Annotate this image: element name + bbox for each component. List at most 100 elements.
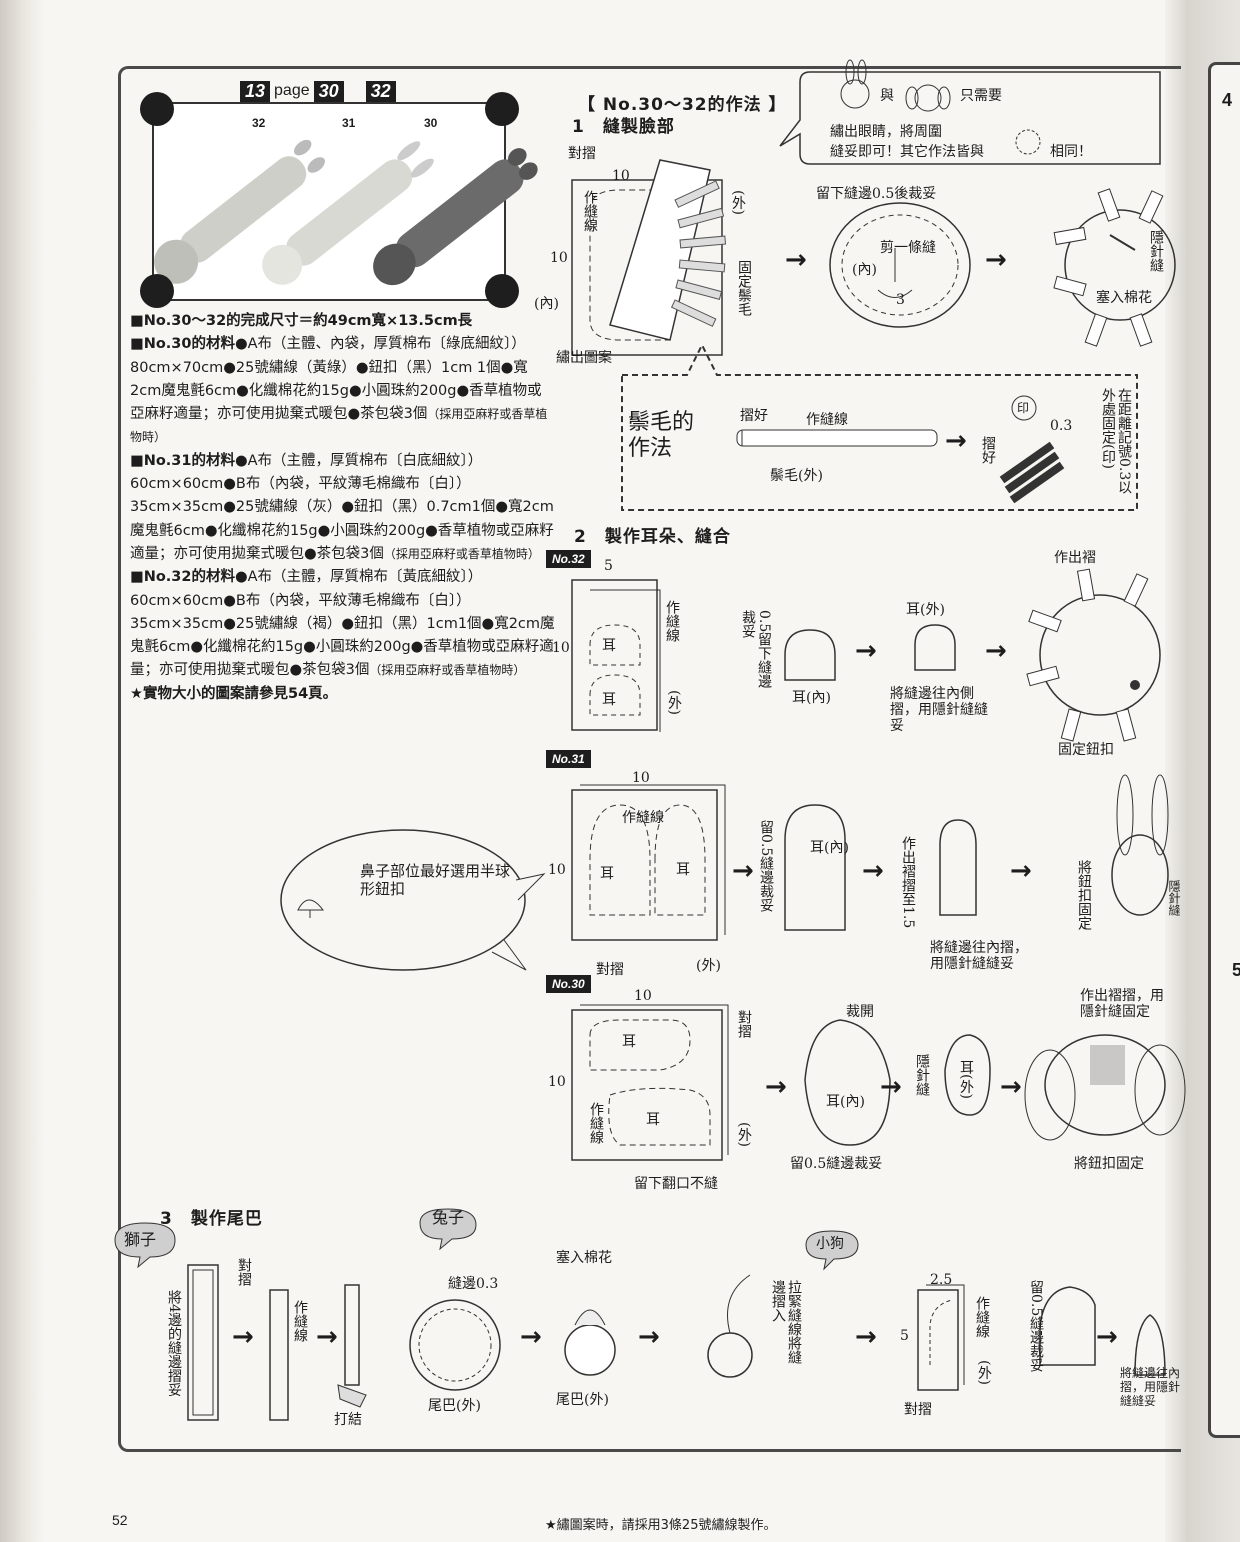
- materials-size: ■No.30～32的完成尺寸＝約49cm寬×13.5cm長: [130, 313, 473, 329]
- ear-diagram-no30: [571, 1004, 1186, 1161]
- no30-ear-in: 耳(內): [826, 1094, 865, 1110]
- info-bubble-top: [779, 59, 1161, 165]
- bubble-text-line5: 相同！: [1050, 144, 1092, 160]
- face-in-label: (內): [534, 296, 559, 312]
- tail-stuff-label: 塞入棉花: [556, 1250, 612, 1266]
- no31-sew-note: 將縫邊往內摺，用隱針縫縫妥: [930, 940, 1028, 972]
- materials-list: ■No.30～32的完成尺寸＝約49cm寬×13.5cm長 ■No.30的材料●…: [130, 310, 555, 706]
- face-dim-top: 10: [612, 168, 630, 184]
- section-3-title: 3 製作尾巴: [160, 1209, 263, 1229]
- no30-leave05: 留0.5縫邊裁妥: [790, 1156, 883, 1172]
- mane-line-label: 作縫線: [806, 412, 848, 428]
- mane-dim-03: 0.3: [1050, 418, 1073, 434]
- tail-diagram: [114, 1208, 1166, 1421]
- corner-dot: [140, 274, 174, 308]
- no32-line-label: 作縫線: [664, 600, 680, 642]
- arrow-icon: →: [945, 426, 967, 456]
- arrow-icon: →: [765, 1072, 787, 1102]
- mane-title: 鬃毛的作法: [628, 410, 695, 461]
- arrow-icon: →: [1096, 1322, 1118, 1352]
- next-page-number-2: 5: [1232, 960, 1240, 980]
- bubble-text-with: 與: [880, 88, 894, 104]
- arrow-icon: →: [855, 636, 877, 666]
- nose-tip-bubble: [280, 829, 546, 971]
- method-title: 【 No.30～32的作法 】: [578, 95, 787, 115]
- corner-dot: [140, 92, 174, 126]
- face-embroider-label: 繡出圖案: [556, 350, 612, 366]
- photo-label-32: 32: [252, 116, 266, 130]
- page-number: 52: [112, 1512, 128, 1528]
- arrow-icon: →: [862, 856, 884, 886]
- ear-diagram-no31: [571, 774, 1169, 941]
- page-badge-32: 32: [365, 80, 396, 102]
- mane-fold-label: 摺好: [740, 408, 768, 424]
- arrow-icon: →: [985, 636, 1007, 666]
- face-out-label: (外): [730, 190, 746, 215]
- materials-30: ■No.30的材料●A布（主體、內袋，厚質棉布〔綠底細紋〕）80cm×70cm●…: [130, 336, 548, 445]
- face-fix-mane-label: 固定鬃毛: [736, 260, 752, 316]
- arrow-icon: →: [316, 1322, 338, 1352]
- arrow-icon: →: [880, 1072, 902, 1102]
- no32-fold-note: 將縫邊往內側摺，用隱針縫縫妥: [890, 686, 988, 734]
- tag-no32: No.32: [546, 550, 591, 568]
- no32-button-label: 固定鈕扣: [1058, 742, 1114, 758]
- face-blind-stitch-label: 隱針縫: [1148, 230, 1164, 272]
- tail-dim-5: 5: [900, 1328, 909, 1344]
- tail-dog-fold: 對摺: [904, 1402, 932, 1418]
- no31-line-label: 作縫線: [622, 810, 664, 826]
- face-leave-margin-label: 留下縫邊0.5後裁妥: [816, 186, 937, 202]
- no31-blind-label: 隱針縫: [1167, 880, 1181, 916]
- tail-rabbit-label: 兔子: [432, 1208, 465, 1227]
- tail-pull-label: 拉緊縫線將縫邊摺入: [770, 1280, 802, 1364]
- no30-blind-label: 隱針縫: [914, 1054, 930, 1096]
- mane-stamp-label: 印: [1017, 401, 1030, 415]
- no30-ear-out: 耳(外): [958, 1060, 974, 1099]
- tail-out-label: 尾巴(外): [428, 1398, 481, 1414]
- no32-leave-label: 0.5留下縫邊裁妥: [740, 610, 772, 689]
- tail-out-label-2: 尾巴(外): [556, 1392, 609, 1408]
- no31-ear-in: 耳(內): [810, 840, 849, 856]
- page-badge-13: 13: [240, 80, 271, 102]
- no30-ear1: 耳: [622, 1034, 636, 1050]
- no31-dim-top: 10: [632, 770, 650, 786]
- mane-method-box: [621, 342, 1138, 511]
- section-1-title: 1 縫製臉部: [572, 117, 675, 137]
- arrow-icon: →: [1000, 1072, 1022, 1102]
- no32-dim-5: 5: [604, 558, 613, 574]
- no31-pleat-label: 作出褶摺至1.5: [900, 836, 916, 929]
- tail-dog-label: 小狗: [816, 1236, 844, 1252]
- no31-leave-label: 留0.5縫邊裁妥: [758, 820, 774, 913]
- tail-margin-label: 縫邊0.3: [448, 1276, 499, 1292]
- photo-label-30: 30: [424, 116, 438, 130]
- page-frame: [118, 66, 1181, 1452]
- arrow-icon: →: [855, 1322, 877, 1352]
- materials-31: ■No.31的材料●A布（主體，厚質棉布〔白底細紋〕）60cm×60cm●B布（…: [130, 452, 554, 562]
- materials-pattern-note: ★實物大小的圖案請參見54頁。: [130, 685, 338, 702]
- no31-button-label: 將鈕扣固定: [1076, 860, 1092, 930]
- page-word: page: [274, 82, 310, 99]
- no30-dim-left: 10: [548, 1074, 566, 1090]
- no30-fold-label: 對摺: [736, 1010, 752, 1038]
- no31-out-label: (外): [696, 958, 721, 974]
- no32-ear-in: 耳(內): [792, 690, 831, 706]
- materials-32: ■No.32的材料●A布（主體，厚質棉布〔黃底細紋〕）60cm×60cm●B布（…: [130, 569, 555, 679]
- arrow-icon: →: [785, 245, 807, 275]
- photo-label-31: 31: [342, 116, 356, 130]
- no32-out-label: (外): [666, 690, 682, 715]
- bubble-text-only: 只需要: [960, 88, 1002, 104]
- tail-dog-sew: 將縫邊往內摺，用隱針縫縫妥: [1120, 1366, 1181, 1408]
- no31-ear1: 耳: [600, 866, 614, 882]
- bubble-text-line3: 繡出眼睛，將周圍: [830, 124, 942, 140]
- tail-line-label: 作縫線: [292, 1300, 308, 1342]
- no32-ear2: 耳: [602, 692, 616, 708]
- no30-pleat-note: 作出褶摺，用隱針縫固定: [1080, 988, 1164, 1020]
- no31-fold-label: 對摺: [596, 962, 624, 978]
- book-spine-left: [0, 0, 44, 1542]
- no31-ear2: 耳: [676, 862, 690, 878]
- tag-no31: No.31: [546, 750, 591, 768]
- face-dim-left: 10: [550, 250, 568, 266]
- ear-diagram-no32: [571, 568, 1161, 742]
- next-page-number: 4: [1222, 90, 1233, 110]
- no30-dim-top: 10: [634, 988, 652, 1004]
